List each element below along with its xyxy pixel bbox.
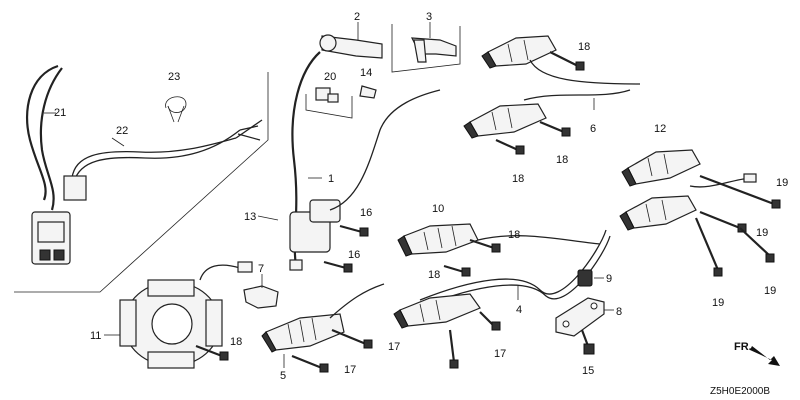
callout-19c: 19	[712, 297, 724, 309]
wire-4	[419, 229, 611, 307]
plate-8	[555, 297, 614, 337]
grommet-9	[577, 269, 604, 287]
bolts-upper-right	[495, 51, 585, 155]
fastener-14	[359, 85, 377, 99]
callout-17a: 17	[388, 341, 400, 353]
callout-22: 22	[116, 125, 128, 137]
plug-cap-3	[391, 22, 461, 73]
callout-7: 7	[258, 263, 264, 275]
callout-15: 15	[582, 365, 594, 377]
callout-18f: 18	[230, 336, 242, 348]
coil-upper-second	[463, 103, 547, 139]
callout-5: 5	[280, 370, 286, 382]
callout-17c: 17	[494, 348, 506, 360]
callout-10: 10	[432, 203, 444, 215]
clip-23	[165, 96, 187, 123]
callout-11: 11	[90, 330, 101, 342]
plug-cap-2	[319, 22, 383, 59]
callout-16a: 16	[360, 207, 372, 219]
callout-9: 9	[606, 273, 612, 285]
terminal-20	[305, 87, 353, 119]
callout-2: 2	[354, 11, 360, 23]
callout-18e: 18	[428, 269, 440, 281]
callout-6: 6	[590, 123, 596, 135]
diagram-code: Z5H0E2000B	[710, 386, 770, 397]
callout-18c: 18	[512, 173, 524, 185]
bolts-17-left	[291, 328, 373, 373]
callout-19d: 19	[764, 285, 776, 297]
coil-12	[621, 149, 757, 188]
harness-panel-outline	[14, 72, 269, 293]
callout-19a: 19	[776, 177, 788, 189]
wire-6	[523, 59, 641, 110]
front-direction-label: FR.	[734, 341, 752, 353]
bolt-15	[580, 329, 595, 355]
bolts-19	[694, 174, 781, 277]
callout-4: 4	[516, 304, 522, 316]
ignition-coil-1	[289, 89, 441, 253]
bolts-16	[323, 224, 369, 273]
coil-upper-top	[481, 35, 557, 69]
bolt-18-stator	[195, 344, 229, 361]
coil-right-lower	[619, 195, 697, 231]
callout-21: 21	[54, 107, 66, 119]
front-direction-arrow	[750, 346, 780, 366]
coil-10	[397, 223, 479, 257]
callout-12: 12	[654, 123, 666, 135]
callout-18a: 18	[578, 41, 590, 53]
callout-20: 20	[324, 71, 336, 83]
callout-13: 13	[244, 211, 256, 223]
callout-14: 14	[360, 67, 372, 79]
callout-8: 8	[616, 306, 622, 318]
callout-16b: 16	[348, 249, 360, 261]
wire-harness-21	[26, 64, 71, 265]
callout-3: 3	[426, 11, 432, 23]
callout-17b: 17	[344, 364, 356, 376]
callout-18b: 18	[556, 154, 568, 166]
callout-18d: 18	[508, 229, 520, 241]
coil-lower-center	[393, 293, 481, 329]
callout-23: 23	[168, 71, 180, 83]
pulser-5	[261, 283, 385, 368]
bolts-center	[443, 238, 501, 369]
stator-11	[104, 261, 253, 369]
bracket-7	[243, 274, 279, 309]
cable-22	[63, 119, 263, 201]
callout-1: 1	[328, 173, 334, 185]
callout-19b: 19	[756, 227, 768, 239]
